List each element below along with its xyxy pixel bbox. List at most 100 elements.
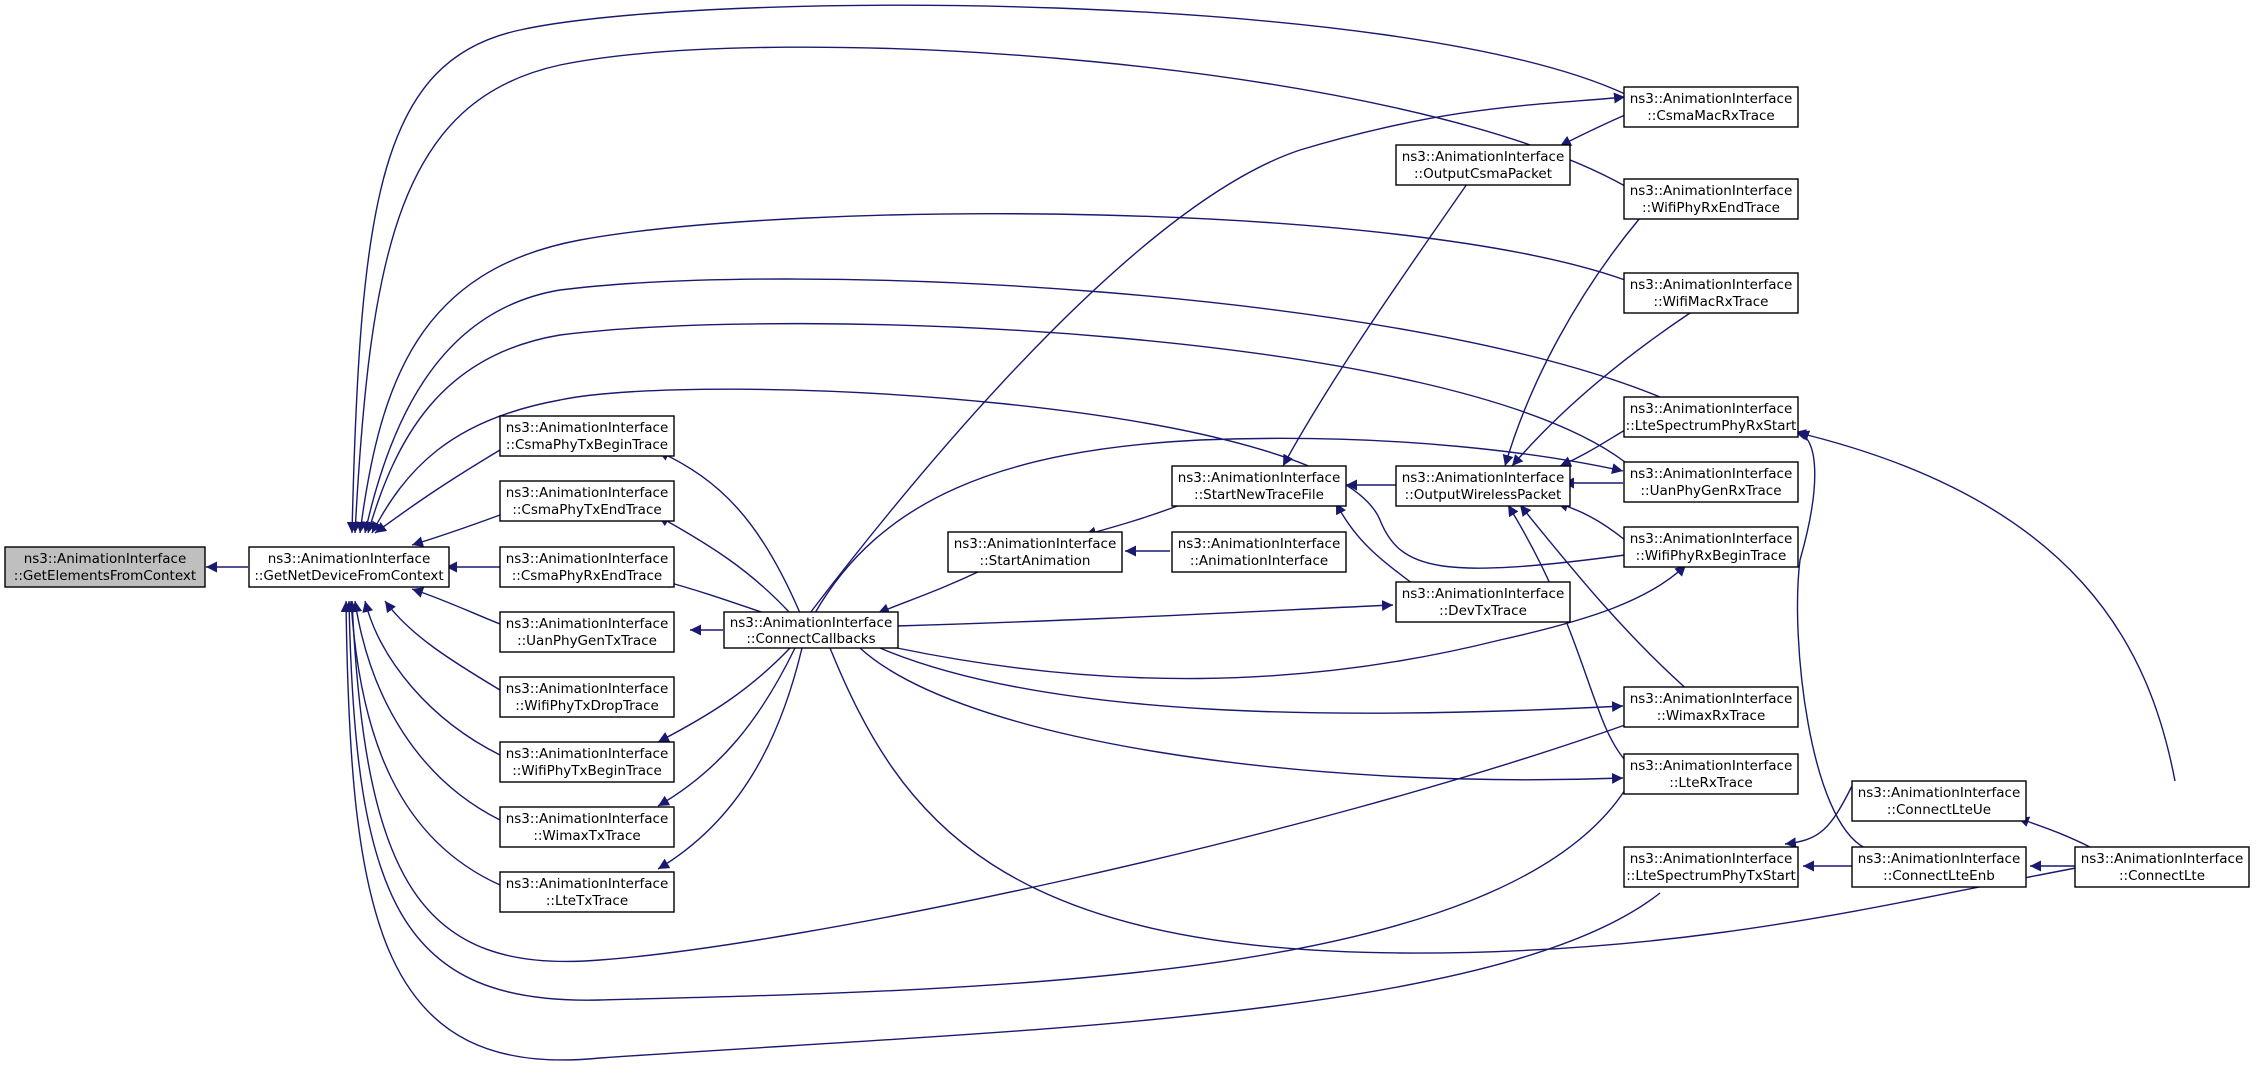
- edge-wifiPhyRxEnd-getNetDevice: [350, 46, 1626, 534]
- node-csma-phy-tx-begin-trace[interactable]: ns3::AnimationInterface ::CsmaPhyTxBegin…: [499, 415, 675, 457]
- svg-text:ns3::AnimationInterface: ns3::AnimationInterface: [1630, 401, 1793, 417]
- node-wifi-phy-rx-begin-trace[interactable]: ns3::AnimationInterface ::WifiPhyRxBegin…: [1623, 526, 1799, 568]
- edge-connectCallbacks-csmaPhyTxEnd: [657, 515, 791, 614]
- edge-connectCallbacks-csmaPhyTxBegin: [657, 450, 801, 614]
- nodes-layer: ns3::AnimationInterface ::GetElementsFro…: [4, 86, 2250, 913]
- node-uan-phy-gen-rx-trace[interactable]: ns3::AnimationInterface ::UanPhyGenRxTra…: [1623, 461, 1799, 503]
- node-start-animation[interactable]: ns3::AnimationInterface ::StartAnimation: [947, 531, 1123, 573]
- svg-text:::LteSpectrumPhyRxStart: ::LteSpectrumPhyRxStart: [1626, 418, 1797, 434]
- edge-connectLte-connectLteUe: [2017, 816, 2093, 849]
- svg-text:::CsmaPhyRxEndTrace: ::CsmaPhyRxEndTrace: [512, 568, 663, 584]
- node-connect-lte[interactable]: ns3::AnimationInterface ::ConnectLte: [2074, 846, 2250, 888]
- edge-lteSpectrumPhyTxStart-getNetDevice: [340, 600, 1661, 1061]
- svg-text:::StartNewTraceFile: ::StartNewTraceFile: [1194, 487, 1324, 503]
- svg-text:::WifiPhyTxBeginTrace: ::WifiPhyTxBeginTrace: [512, 763, 662, 779]
- svg-text:ns3::AnimationInterface: ns3::AnimationInterface: [268, 551, 431, 567]
- svg-text:ns3::AnimationInterface: ns3::AnimationInterface: [24, 551, 187, 567]
- node-connect-callbacks[interactable]: ns3::AnimationInterface ::ConnectCallbac…: [723, 611, 899, 649]
- svg-text:ns3::AnimationInterface: ns3::AnimationInterface: [506, 811, 669, 827]
- edge-csmaMacRx-getNetDevice: [346, 4, 1626, 534]
- svg-text:ns3::AnimationInterface: ns3::AnimationInterface: [506, 616, 669, 632]
- svg-text:::OutputWirelessPacket: ::OutputWirelessPacket: [1405, 487, 1562, 503]
- edge-wifiMacRx-outputWirelessPacket: [1511, 312, 1691, 467]
- node-lte-spectrum-phy-tx-start[interactable]: ns3::AnimationInterface ::LteSpectrumPhy…: [1623, 846, 1799, 888]
- svg-text:::ConnectLteEnb: ::ConnectLteEnb: [1883, 868, 1995, 884]
- svg-text:ns3::AnimationInterface: ns3::AnimationInterface: [1402, 586, 1565, 602]
- node-connect-lte-ue[interactable]: ns3::AnimationInterface ::ConnectLteUe: [1851, 780, 2027, 822]
- edge-wimaxRx-getNetDevice: [347, 600, 1626, 963]
- svg-text:ns3::AnimationInterface: ns3::AnimationInterface: [1630, 531, 1793, 547]
- svg-text:::CsmaMacRxTrace: ::CsmaMacRxTrace: [1647, 108, 1775, 124]
- node-lte-tx-trace[interactable]: ns3::AnimationInterface ::LteTxTrace: [499, 871, 675, 913]
- edge-connectLteUe-lteSpectrumPhyTxStart: [1784, 783, 1854, 849]
- svg-text:ns3::AnimationInterface: ns3::AnimationInterface: [1858, 785, 2021, 801]
- svg-text:::GetNetDeviceFromContext: ::GetNetDeviceFromContext: [254, 568, 443, 584]
- node-wimax-rx-trace[interactable]: ns3::AnimationInterface ::WimaxRxTrace: [1623, 686, 1799, 728]
- svg-text:::StartAnimation: ::StartAnimation: [980, 553, 1091, 569]
- svg-text:ns3::AnimationInterface: ns3::AnimationInterface: [1630, 277, 1793, 293]
- svg-text:::ConnectLte: ::ConnectLte: [2119, 868, 2205, 884]
- node-output-wireless-packet[interactable]: ns3::AnimationInterface ::OutputWireless…: [1395, 465, 1571, 507]
- svg-text:::LteSpectrumPhyTxStart: ::LteSpectrumPhyTxStart: [1626, 868, 1796, 884]
- svg-text:::UanPhyGenTxTrace: ::UanPhyGenTxTrace: [517, 633, 657, 649]
- svg-text:::UanPhyGenRxTrace: ::UanPhyGenRxTrace: [1641, 483, 1782, 499]
- edge-lteTx-getNetDevice: [346, 600, 501, 886]
- svg-text:ns3::AnimationInterface: ns3::AnimationInterface: [506, 876, 669, 892]
- node-wifi-mac-rx-trace[interactable]: ns3::AnimationInterface ::WifiMacRxTrace: [1623, 272, 1799, 314]
- node-wifi-phy-rx-end-trace[interactable]: ns3::AnimationInterface ::WifiPhyRxEndTr…: [1623, 178, 1799, 220]
- edge-wifiPhyTxBegin-getNetDevice: [362, 600, 501, 756]
- edge-wimaxRx-outputWirelessPacket: [1519, 504, 1691, 693]
- edge-connectCallbacks-devTx: [896, 599, 1394, 627]
- edge-connectCallbacks-connectLte: [829, 647, 2093, 954]
- edge-uanPhyGenTx-getNetDevice: [411, 587, 501, 625]
- node-uan-phy-gen-tx-trace[interactable]: ns3::AnimationInterface ::UanPhyGenTxTra…: [499, 611, 675, 653]
- svg-text:ns3::AnimationInterface: ns3::AnimationInterface: [1402, 470, 1565, 486]
- edge-startNewTraceFile-startAnimation: [1084, 504, 1181, 538]
- edge-connectLteUe-lteSpectrumPhyRxStart: [1794, 429, 2176, 782]
- node-lte-spectrum-phy-rx-start[interactable]: ns3::AnimationInterface ::LteSpectrumPhy…: [1623, 396, 1799, 438]
- svg-text:::AnimationInterface: ::AnimationInterface: [1190, 553, 1328, 569]
- svg-text:::WimaxTxTrace: ::WimaxTxTrace: [533, 828, 640, 844]
- svg-text:ns3::AnimationInterface: ns3::AnimationInterface: [1630, 466, 1793, 482]
- svg-text:ns3::AnimationInterface: ns3::AnimationInterface: [1858, 851, 2021, 867]
- edges-layer: [206, 4, 2176, 1061]
- node-csma-mac-rx-trace[interactable]: ns3::AnimationInterface ::CsmaMacRxTrace: [1623, 86, 1799, 128]
- edge-wifiPhyRxBegin-outputWirelessPacket: [1556, 500, 1626, 541]
- svg-text:ns3::AnimationInterface: ns3::AnimationInterface: [1630, 91, 1793, 107]
- edge-wimaxTx-getNetDevice: [351, 600, 501, 821]
- svg-text:ns3::AnimationInterface: ns3::AnimationInterface: [1630, 758, 1793, 774]
- node-start-new-trace-file[interactable]: ns3::AnimationInterface ::StartNewTraceF…: [1171, 465, 1347, 507]
- edge-wifiPhyTxDrop-getNetDevice: [384, 600, 501, 691]
- edge-lteSpectrumPhyRxStart-outputWirelessPacket: [1559, 429, 1626, 467]
- node-csma-phy-rx-end-trace[interactable]: ns3::AnimationInterface ::CsmaPhyRxEndTr…: [499, 546, 675, 588]
- edge-wifiMacRx-getNetDevice: [355, 213, 1626, 534]
- svg-text:::CsmaPhyTxBeginTrace: ::CsmaPhyTxBeginTrace: [506, 437, 668, 453]
- svg-text:::WifiPhyRxBeginTrace: ::WifiPhyRxBeginTrace: [1636, 548, 1787, 564]
- node-get-net-device-from-context[interactable]: ns3::AnimationInterface ::GetNetDeviceFr…: [248, 546, 450, 588]
- node-wimax-tx-trace[interactable]: ns3::AnimationInterface ::WimaxTxTrace: [499, 806, 675, 848]
- edge-devTx-startNewTraceFile: [1335, 502, 1421, 590]
- edge-csmaMacRx-outputCsmaPacket: [1559, 114, 1626, 147]
- edge-lteRx-getNetDevice: [343, 600, 1626, 1001]
- edge-connectCallbacks-wimaxTx: [657, 647, 796, 807]
- node-output-csma-packet[interactable]: ns3::AnimationInterface ::OutputCsmaPack…: [1395, 144, 1571, 186]
- svg-text:ns3::AnimationInterface: ns3::AnimationInterface: [1402, 149, 1565, 165]
- node-wifi-phy-tx-drop-trace[interactable]: ns3::AnimationInterface ::WifiPhyTxDropT…: [499, 676, 675, 718]
- node-connect-lte-enb[interactable]: ns3::AnimationInterface ::ConnectLteEnb: [1851, 846, 2027, 888]
- svg-text:ns3::AnimationInterface: ns3::AnimationInterface: [1178, 470, 1341, 486]
- svg-text:ns3::AnimationInterface: ns3::AnimationInterface: [506, 746, 669, 762]
- svg-text:ns3::AnimationInterface: ns3::AnimationInterface: [1630, 183, 1793, 199]
- node-get-elements-from-context[interactable]: ns3::AnimationInterface ::GetElementsFro…: [4, 546, 206, 588]
- node-wifi-phy-tx-begin-trace[interactable]: ns3::AnimationInterface ::WifiPhyTxBegin…: [499, 741, 675, 783]
- node-dev-tx-trace[interactable]: ns3::AnimationInterface ::DevTxTrace: [1395, 581, 1571, 623]
- node-lte-rx-trace[interactable]: ns3::AnimationInterface ::LteRxTrace: [1623, 753, 1799, 795]
- svg-text:ns3::AnimationInterface: ns3::AnimationInterface: [506, 681, 669, 697]
- edge-lteSpectrumPhyRxStart-getNetDevice: [362, 278, 1661, 534]
- node-animation-interface[interactable]: ns3::AnimationInterface ::AnimationInter…: [1171, 531, 1347, 573]
- edge-connectCallbacks-uanPhyGenRx: [814, 437, 1624, 614]
- svg-text:::ConnectCallbacks: ::ConnectCallbacks: [746, 631, 875, 647]
- node-csma-phy-tx-end-trace[interactable]: ns3::AnimationInterface ::CsmaPhyTxEndTr…: [499, 480, 675, 522]
- edge-wifiPhyRxBegin-getNetDevice: [371, 388, 1626, 569]
- svg-text:::WifiMacRxTrace: ::WifiMacRxTrace: [1654, 294, 1769, 310]
